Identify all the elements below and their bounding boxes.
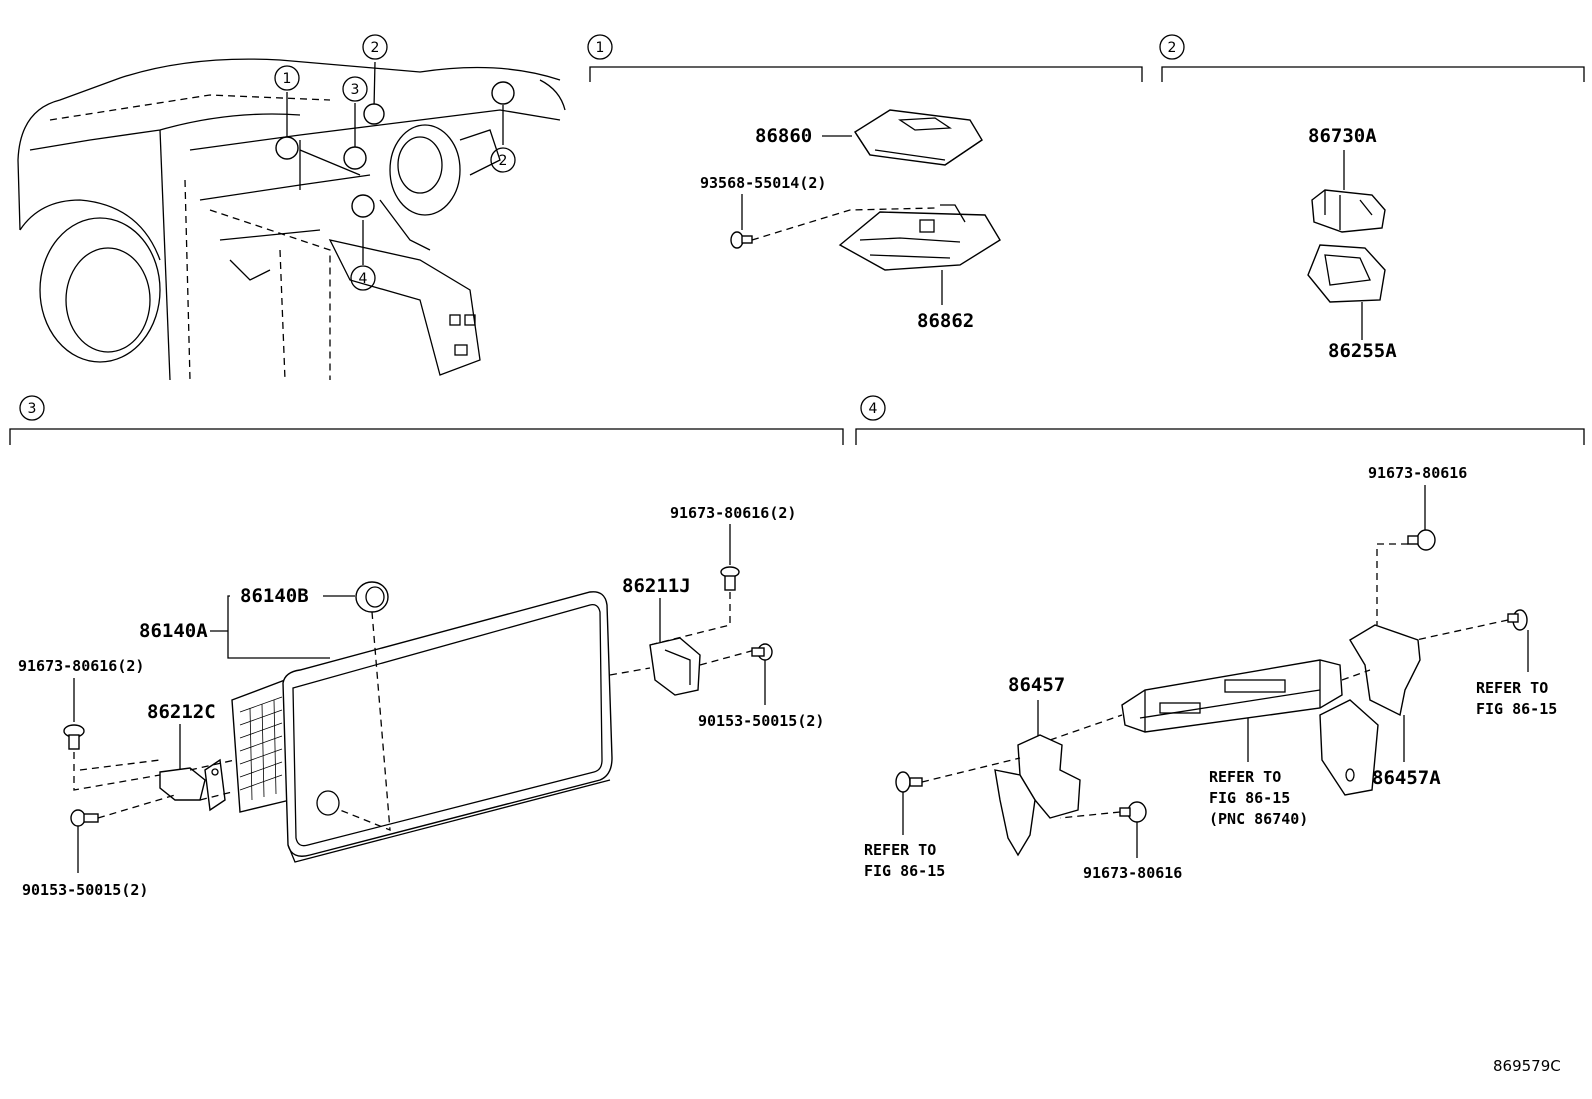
bracket-86457A-part — [1319, 624, 1421, 796]
svg-text:3: 3 — [351, 82, 360, 98]
svg-text:4: 4 — [869, 401, 878, 417]
overview-callout-1: 1 — [274, 65, 300, 91]
diagram-id: 869579C — [1493, 1057, 1561, 1075]
part-86457A-label: 86457A — [1372, 767, 1441, 789]
part-91673-bottom4-label: 91673-80616 — [1083, 864, 1182, 882]
display-unit-86140A-part — [231, 591, 613, 863]
screw-left-top-part — [63, 724, 85, 750]
svg-text:2: 2 — [371, 40, 380, 56]
bracket-86457-part — [994, 734, 1081, 857]
svg-text:2: 2 — [1168, 40, 1177, 56]
refer-right-1: REFER TO — [1476, 679, 1548, 697]
part-93568-label: 93568-55014(2) — [700, 174, 826, 192]
nut-bottom-part — [1119, 801, 1147, 823]
screw-left-bottom-part — [70, 809, 99, 827]
part-91673-left-label: 91673-80616(2) — [18, 657, 144, 675]
part-86860-label: 86860 — [755, 125, 812, 147]
overview-callout-2b: 2 — [490, 147, 516, 173]
vehicle-overview — [17, 58, 566, 381]
control-module-part — [1121, 659, 1343, 733]
part-90153-left-label: 90153-50015(2) — [22, 881, 148, 899]
refer-left-1: REFER TO — [864, 841, 936, 859]
bracket-86862-part — [838, 204, 1001, 271]
svg-text:1: 1 — [283, 71, 292, 87]
part-86140A-label: 86140A — [139, 620, 208, 642]
part-91673-top4-label: 91673-80616 — [1368, 464, 1467, 482]
part-86140B-label: 86140B — [240, 585, 309, 607]
svg-text:2: 2 — [499, 153, 508, 169]
section-2: 2 86730A 86255A — [1159, 34, 1585, 362]
screw-right-part — [751, 643, 773, 661]
nut-top-part — [1407, 529, 1436, 551]
part-91673-top-label: 91673-80616(2) — [670, 504, 796, 522]
bolt-part — [730, 231, 753, 249]
knob-86140B-part — [355, 581, 389, 613]
overview-callout-2a: 2 — [362, 34, 388, 60]
section-4: 4 91673-80616 REFER TO FIG 86-15 86457A — [855, 395, 1585, 882]
part-86457-label: 86457 — [1008, 674, 1065, 696]
bolt-right-part — [1507, 609, 1528, 631]
bracket-86212C-part — [159, 758, 226, 812]
switch-86730A-part — [1311, 189, 1386, 233]
overview-callout-3: 3 — [342, 76, 368, 102]
part-86212C-label: 86212C — [147, 701, 216, 723]
bezel-86255A-part — [1307, 244, 1386, 303]
refer-mid-2: FIG 86-15 — [1209, 789, 1290, 807]
refer-mid-1: REFER TO — [1209, 768, 1281, 786]
screw-top-part — [720, 566, 740, 591]
part-86211J-label: 86211J — [622, 575, 691, 597]
part-86862-label: 86862 — [917, 310, 974, 332]
refer-mid-3: (PNC 86740) — [1209, 810, 1308, 828]
overview-callout-4: 4 — [350, 265, 376, 291]
bracket-86211J-part — [649, 637, 701, 696]
svg-text:1: 1 — [596, 40, 605, 56]
bolt-left4-part — [895, 771, 923, 793]
part-90153-right-label: 90153-50015(2) — [698, 712, 824, 730]
section-3: 3 91673-80616(2) 86211J 90153-50015(2) — [9, 395, 844, 899]
part-86255A-label: 86255A — [1328, 340, 1397, 362]
svg-text:4: 4 — [359, 271, 368, 287]
part-86730A-label: 86730A — [1308, 125, 1377, 147]
svg-text:3: 3 — [28, 401, 37, 417]
ecu-module-part — [854, 109, 983, 166]
refer-left-2: FIG 86-15 — [864, 862, 945, 880]
section-1: 1 86860 93568-55014(2) 86862 — [587, 34, 1143, 332]
refer-right-2: FIG 86-15 — [1476, 700, 1557, 718]
